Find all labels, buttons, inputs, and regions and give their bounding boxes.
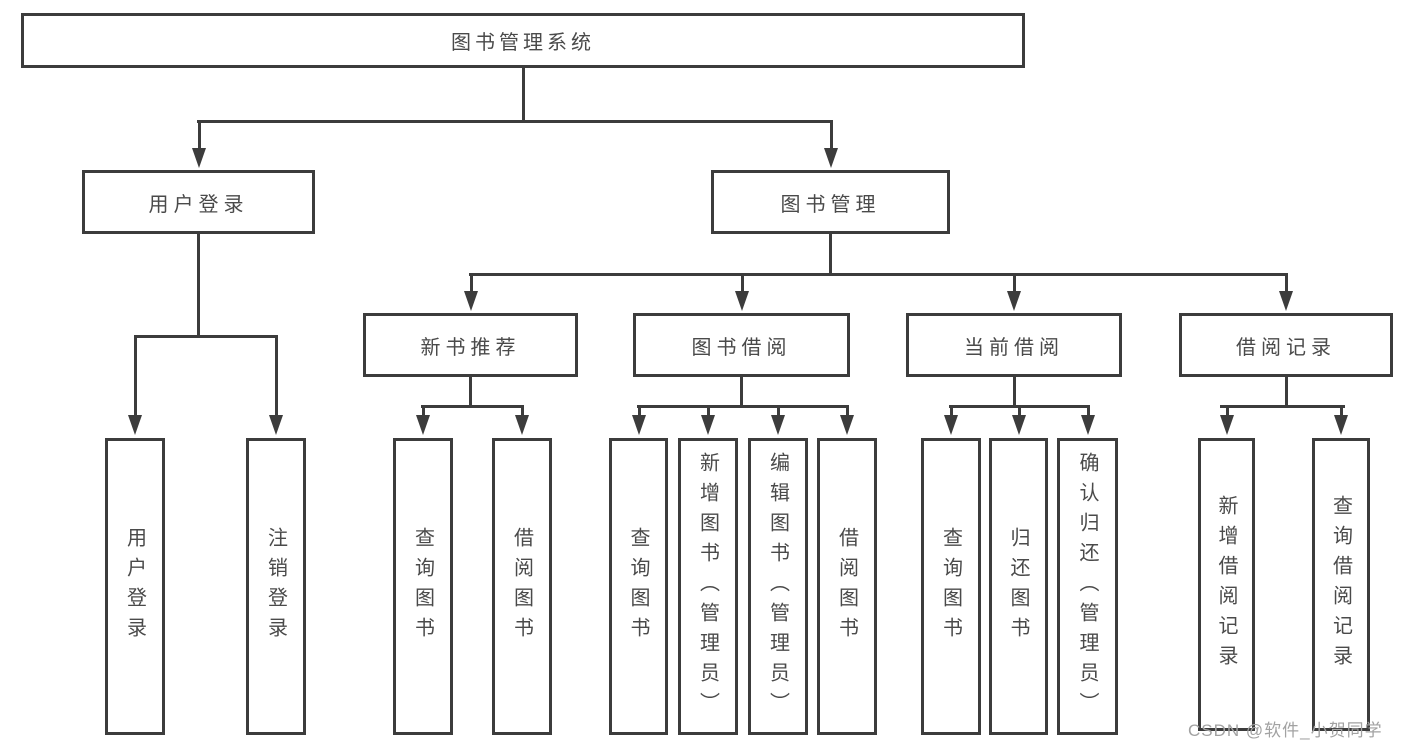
connector-new-book-horizontal [421, 405, 524, 408]
node-new-book-recommend: 新书推荐 [363, 313, 578, 377]
leaf-logout: 注销登录 [246, 438, 306, 735]
arrow-down-icon [464, 273, 478, 311]
leaf-query-books-current: 查询图书 [921, 438, 981, 735]
connector-book-borrow-horizontal [637, 405, 848, 408]
arrow-down-icon [824, 120, 838, 168]
connector-book-borrow-stub [740, 377, 743, 408]
connector-user-login-stub [197, 234, 200, 338]
arrow-down-icon [840, 405, 854, 435]
arrow-down-icon [632, 405, 646, 435]
connector-user-login-horizontal [134, 335, 278, 338]
leaf-edit-books-admin: 编辑图书（管理员） [748, 438, 808, 735]
leaf-add-books-admin: 新增图书（管理员） [678, 438, 738, 735]
arrow-down-icon [269, 335, 283, 435]
arrow-down-icon [1334, 405, 1348, 435]
arrow-down-icon [735, 273, 749, 311]
arrow-down-icon [1012, 405, 1026, 435]
node-root-library-system: 图书管理系统 [21, 13, 1025, 68]
leaf-return-books: 归还图书 [989, 438, 1048, 735]
node-user-login: 用户登录 [82, 170, 315, 234]
arrow-down-icon [1007, 273, 1021, 311]
leaf-borrow-books: 借阅图书 [817, 438, 877, 735]
arrow-down-icon [515, 405, 529, 435]
node-borrow-record: 借阅记录 [1179, 313, 1393, 377]
leaf-query-borrow-record: 查询借阅记录 [1312, 438, 1370, 731]
leaf-query-books-recommend: 查询图书 [393, 438, 453, 735]
node-current-borrow: 当前借阅 [906, 313, 1122, 377]
csdn-watermark: CSDN @软件_小贺同学 [1188, 721, 1383, 740]
leaf-confirm-return-admin: 确认归还（管理员） [1057, 438, 1118, 735]
node-book-borrow: 图书借阅 [633, 313, 850, 377]
connector-book-mgmt-stub [829, 234, 832, 276]
connector-root-stub [522, 68, 525, 123]
connector-borrow-record-stub [1285, 377, 1288, 408]
arrow-down-icon [701, 405, 715, 435]
leaf-user-login: 用户登录 [105, 438, 165, 735]
node-book-management: 图书管理 [711, 170, 950, 234]
arrow-down-icon [1220, 405, 1234, 435]
arrow-down-icon [192, 120, 206, 168]
arrow-down-icon [1279, 273, 1293, 311]
connector-book-mgmt-horizontal [469, 273, 1287, 276]
arrow-down-icon [416, 405, 430, 435]
arrow-down-icon [128, 335, 142, 435]
arrow-down-icon [771, 405, 785, 435]
leaf-query-books-borrow: 查询图书 [609, 438, 668, 735]
arrow-down-icon [944, 405, 958, 435]
leaf-borrow-books-recommend: 借阅图书 [492, 438, 552, 735]
connector-new-book-stub [469, 377, 472, 408]
arrow-down-icon [1081, 405, 1095, 435]
connector-current-borrow-stub [1013, 377, 1016, 408]
connector-borrow-record-horizontal [1220, 405, 1345, 408]
connector-root-horizontal [197, 120, 832, 123]
leaf-add-borrow-record: 新增借阅记录 [1198, 438, 1255, 731]
